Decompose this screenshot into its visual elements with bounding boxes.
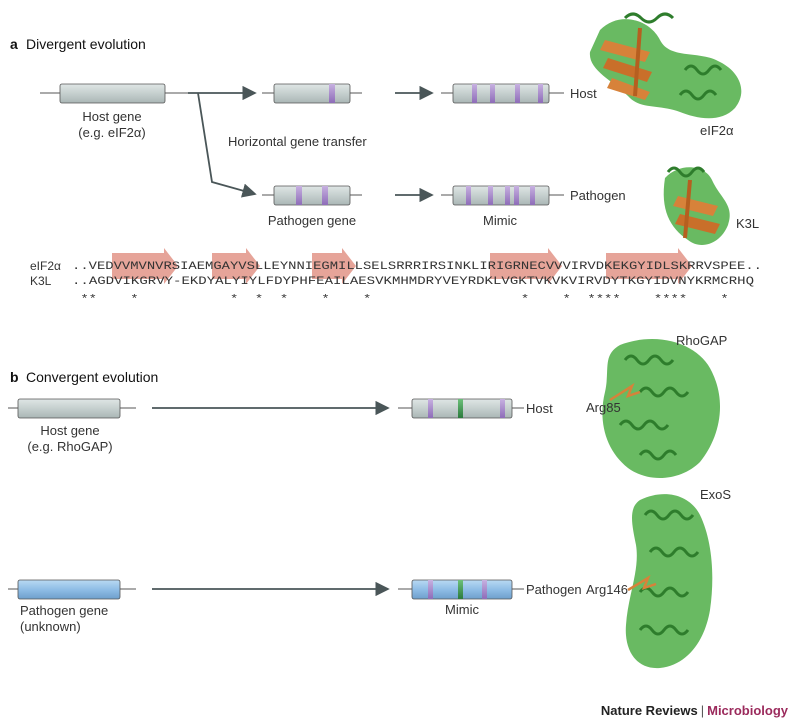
conservation-stars: ** * * * * * * * * **** **** * <box>72 294 762 306</box>
k3l-structure-label: K3L <box>736 216 759 231</box>
footer-separator: | <box>700 703 705 718</box>
exos-structure-label: ExoS <box>700 487 731 502</box>
host-gene-a-final <box>441 83 564 104</box>
hgt-label: Horizontal gene transfer <box>228 134 367 149</box>
pathogen-gene-b-example: (unknown) <box>20 619 81 634</box>
pathogen-label-a: Pathogen <box>570 188 626 203</box>
panel-a-letter: a <box>10 36 18 52</box>
host-gene-b-final <box>398 398 524 419</box>
mimic-gene-b <box>398 579 524 600</box>
k3l-structure <box>663 166 730 245</box>
host-gene-b <box>8 398 136 419</box>
host-gene-a-label: Host gene <box>82 109 141 124</box>
host-gene-a-example: (e.g. eIF2α) <box>78 125 145 140</box>
host-gene-a <box>40 83 188 104</box>
pathogen-label-b: Pathogen <box>526 582 582 597</box>
pathogen-gene-b-label: Pathogen gene <box>20 603 108 618</box>
panel-b: b Convergent evolution Host gene (e.g. R… <box>8 333 731 669</box>
seq-label-k3l: K3L <box>30 274 52 288</box>
alignment-strands <box>112 248 692 284</box>
panel-a: a Divergent evolution Host gene (e.g. eI… <box>10 12 762 306</box>
seq-label-eif2a: eIF2α <box>30 259 61 273</box>
eif2a-structure <box>589 12 742 119</box>
host-label-b: Host <box>526 401 553 416</box>
pathogen-gene-a <box>262 185 362 206</box>
host-gene-b-example: (e.g. RhoGAP) <box>27 439 112 454</box>
rhogap-structure <box>602 339 721 479</box>
mimic-label-b: Mimic <box>445 602 479 617</box>
rhogap-structure-label: RhoGAP <box>676 333 727 348</box>
journal-name: Nature Reviews <box>600 703 698 718</box>
seq-k3l: ..AGDVIKGRVY-EKDYALYIYLFDYPHFEAILAESVKMH… <box>72 276 754 288</box>
exos-structure <box>625 494 713 669</box>
mimic-gene-a <box>441 185 564 206</box>
arg85-label: Arg85 <box>586 400 621 415</box>
mimic-label-a: Mimic <box>483 213 517 228</box>
host-gene-b-label: Host gene <box>40 423 99 438</box>
panel-b-title: Convergent evolution <box>26 369 158 385</box>
arg146-label: Arg146 <box>586 582 628 597</box>
journal-section: Microbiology <box>707 703 788 718</box>
journal-footer: Nature Reviews|Microbiology <box>601 703 788 718</box>
arrow-hgt <box>197 92 257 198</box>
eif2a-structure-label: eIF2α <box>700 123 734 138</box>
pathogen-gene-b <box>8 579 136 600</box>
pathogen-gene-a-label: Pathogen gene <box>268 213 356 228</box>
panel-a-title: Divergent evolution <box>26 36 146 52</box>
seq-eif2a: ..VEDVVMVNVRSIAEMGAYVSLLEYNNIEGMILLSELSR… <box>72 261 762 273</box>
host-gene-a-mid <box>262 83 362 104</box>
panel-b-letter: b <box>10 369 19 385</box>
host-label-a: Host <box>570 86 597 101</box>
